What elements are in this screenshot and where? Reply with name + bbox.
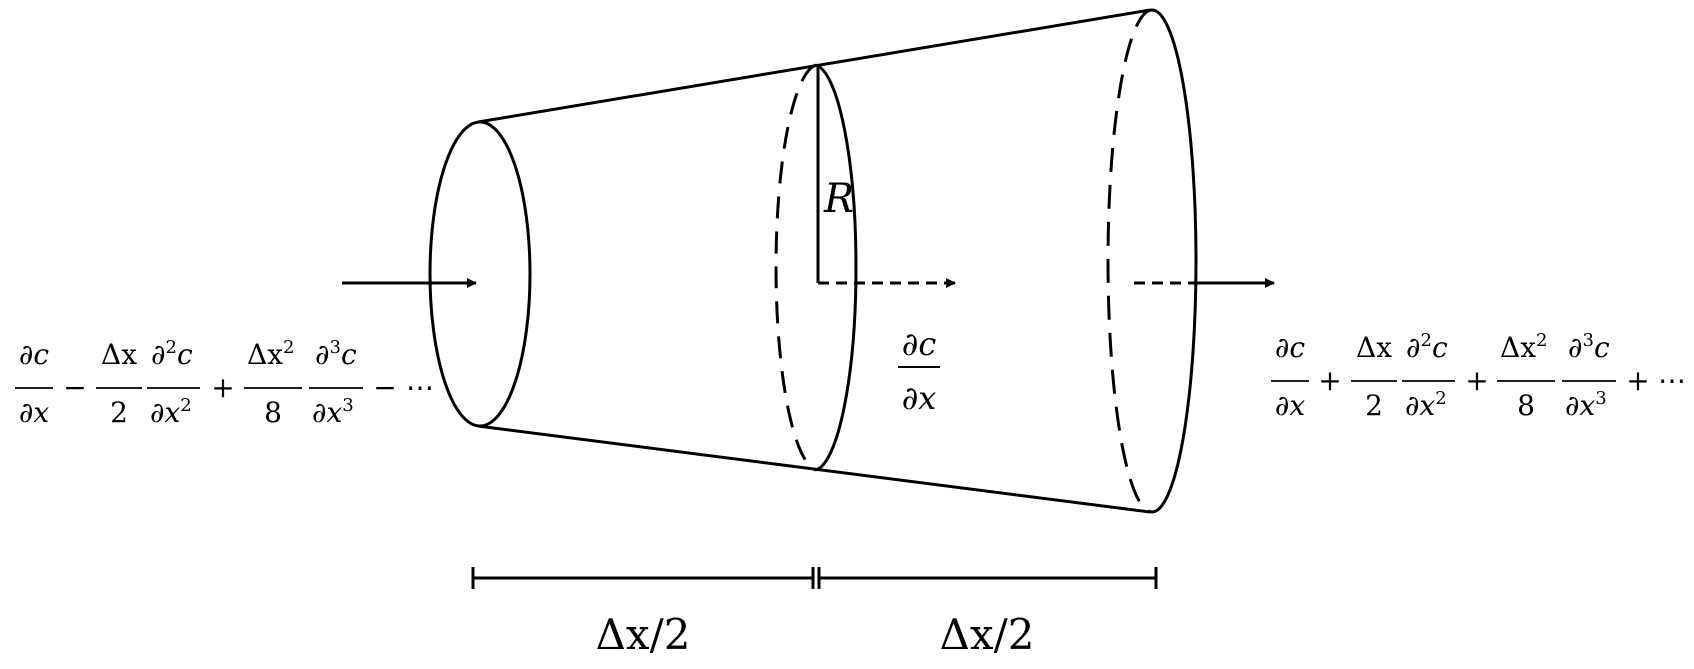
inflow-t2a-den: 2 bbox=[110, 396, 128, 429]
outflow-ellipsis: ⋯ bbox=[1658, 364, 1686, 397]
cone-bottom-edge bbox=[477, 424, 1151, 514]
inflow-t2b-den: ∂x2 bbox=[150, 395, 192, 429]
inflow-expansion: ∂c ∂x − Δx 2 ∂2c ∂x2 + Δx2 8 ∂3c ∂x3 − ⋯ bbox=[15, 337, 434, 429]
inflow-op3: − bbox=[373, 371, 396, 404]
outflow-t2a-den: 2 bbox=[1365, 389, 1383, 422]
midpoint-gradient-denominator: ∂x bbox=[902, 379, 937, 417]
outflow-op2: + bbox=[1465, 364, 1488, 397]
outflow-t2b-num: ∂2c bbox=[1406, 330, 1448, 364]
inflow-t3a-num: Δx2 bbox=[247, 337, 294, 371]
outflow-expansion: ∂c ∂x + Δx 2 ∂2c ∂x2 + Δx2 8 ∂3c ∂x3 + ⋯ bbox=[1271, 330, 1686, 422]
midpoint-gradient-numerator: ∂c bbox=[902, 325, 937, 363]
outflow-t1-num: ∂c bbox=[1275, 331, 1305, 364]
outflow-t3a-num: Δx2 bbox=[1500, 330, 1547, 364]
midpoint-gradient: ∂c ∂x bbox=[898, 325, 940, 417]
mid-section-back-dashed bbox=[774, 63, 817, 472]
inflow-t1-den: ∂x bbox=[19, 396, 49, 429]
outflow-t3a-den: 8 bbox=[1517, 389, 1535, 422]
outflow-t2b-den: ∂x2 bbox=[1405, 388, 1447, 422]
outflow-op1: + bbox=[1318, 364, 1341, 397]
outflow-t3b-den: ∂x3 bbox=[1565, 388, 1607, 422]
inflow-ellipsis: ⋯ bbox=[406, 371, 434, 404]
inflow-t3b-den: ∂x3 bbox=[312, 395, 354, 429]
inflow-t3b-num: ∂3c bbox=[315, 337, 357, 371]
mid-section-front bbox=[815, 63, 858, 472]
radius-label: R bbox=[823, 176, 854, 222]
spacing-label-left: Δx/2 bbox=[596, 610, 691, 659]
inflow-t2b-num: ∂2c bbox=[151, 337, 193, 371]
outflow-t2a-num: Δx bbox=[1356, 331, 1392, 364]
inflow-t1-num: ∂c bbox=[19, 338, 49, 371]
inflow-op2: + bbox=[211, 371, 234, 404]
outflow-t3b-num: ∂3c bbox=[1568, 330, 1610, 364]
outflow-t1-den: ∂x bbox=[1275, 389, 1305, 422]
outflow-op3: + bbox=[1626, 364, 1649, 397]
inflow-t2a-num: Δx bbox=[101, 338, 137, 371]
outlet-section-back-dashed bbox=[1106, 8, 1153, 514]
inflow-t3a-den: 8 bbox=[264, 396, 282, 429]
outlet-section-front bbox=[1151, 8, 1198, 514]
spacing-label-right: Δx/2 bbox=[940, 610, 1035, 659]
inflow-op1: − bbox=[63, 371, 86, 404]
inlet-cross-section bbox=[428, 120, 532, 428]
